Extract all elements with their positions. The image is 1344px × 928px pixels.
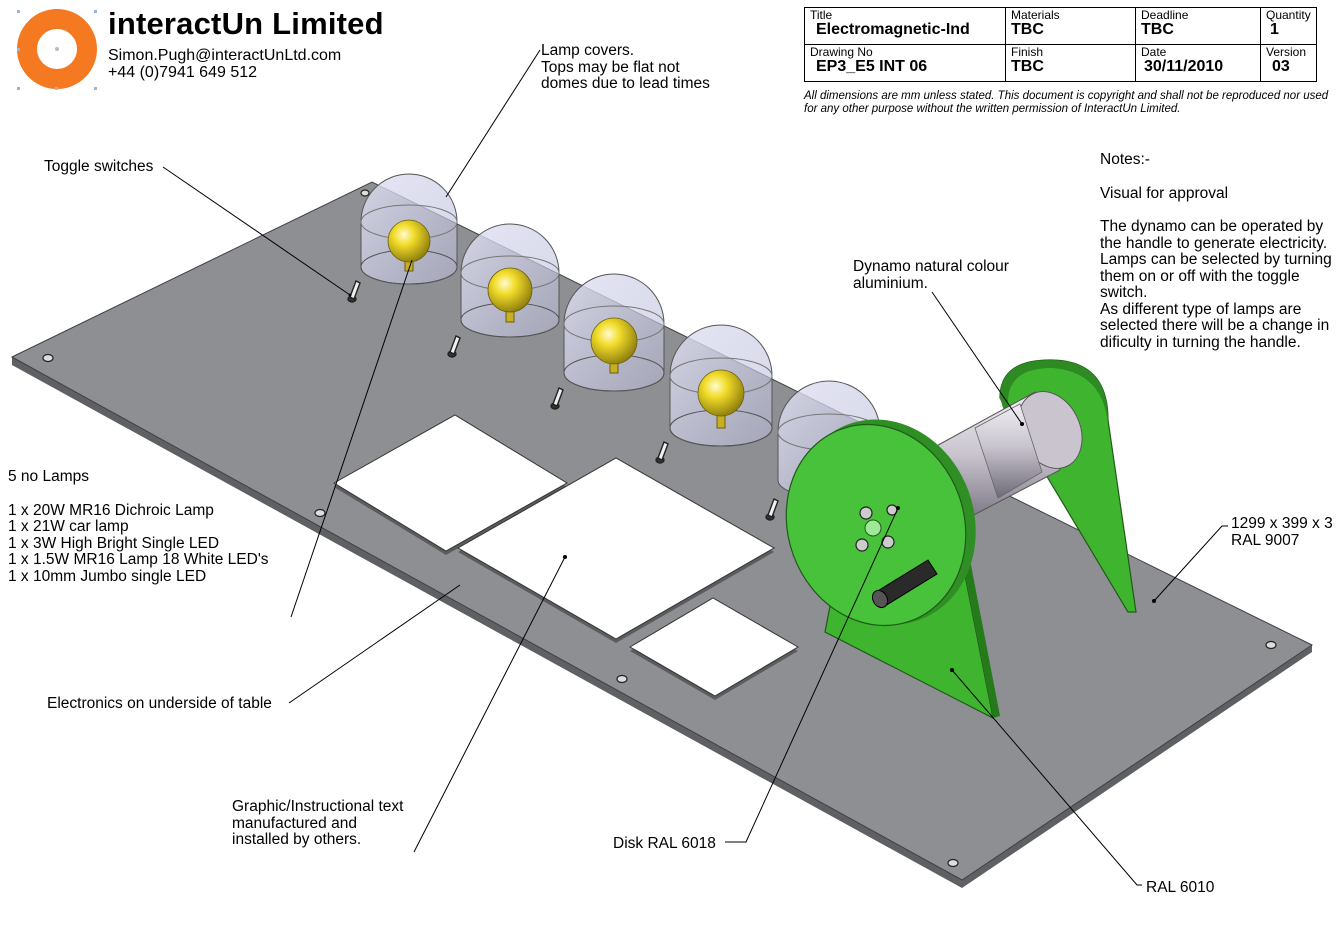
toggle-switch-icon bbox=[655, 441, 669, 464]
dynamo-disk bbox=[785, 419, 976, 627]
notes-line: Visual for approval bbox=[1100, 184, 1229, 202]
orange-ring-logo-icon bbox=[17, 9, 97, 89]
list-item: 1 x 21W car lamp bbox=[8, 518, 129, 535]
list-item: 1 x 10mm Jumbo single LED bbox=[8, 567, 207, 585]
notes-panel: Notes:- Visual for approval The dynamo c… bbox=[1100, 151, 1340, 368]
version-cell: Version 03 bbox=[1260, 44, 1317, 82]
bulb-icon bbox=[487, 267, 533, 313]
materials-cell: Materials TBC bbox=[1005, 7, 1136, 45]
mounting-holes bbox=[42, 189, 1277, 868]
title-block: Title Electromagnetic-Ind Materials TBC … bbox=[804, 7, 1317, 82]
list-item: 1 x 20W MR16 Dichroic Lamp bbox=[8, 501, 214, 519]
label-graphic-text: Graphic/Instructional text manufactured … bbox=[232, 798, 404, 848]
date-cell: Date 30/11/2010 bbox=[1135, 44, 1261, 82]
lamp-1 bbox=[360, 173, 458, 285]
copyright-disclaimer: All dimensions are mm unless stated. Thi… bbox=[804, 90, 1329, 115]
notes-line: The dynamo can be operated by the handle… bbox=[1100, 218, 1332, 301]
bulb-icon bbox=[387, 219, 431, 263]
toggle-switch-icon bbox=[347, 280, 361, 303]
label-toggle-switches: Toggle switches bbox=[44, 158, 154, 175]
lamp-3 bbox=[563, 273, 665, 392]
leader-lines bbox=[162, 49, 1228, 886]
notes-heading: Notes:- bbox=[1100, 151, 1150, 168]
lamp-4 bbox=[669, 324, 773, 447]
crank-handle-icon bbox=[871, 559, 938, 609]
quantity-cell: Quantity 1 bbox=[1260, 7, 1317, 45]
list-item: 1 x 3W High Bright Single LED bbox=[8, 534, 220, 552]
bulb-icon bbox=[590, 317, 638, 365]
toggle-switch-icon bbox=[447, 335, 461, 358]
lamp-2 bbox=[460, 223, 560, 338]
label-table-spec: 1299 x 399 x 3 RAL 9007 bbox=[1231, 515, 1333, 549]
label-disk: Disk RAL 6018 bbox=[613, 835, 716, 852]
toggle-switches bbox=[347, 280, 779, 521]
label-stand: RAL 6010 bbox=[1146, 879, 1215, 896]
label-electronics: Electronics on underside of table bbox=[47, 695, 272, 712]
deadline-cell: Deadline TBC bbox=[1135, 7, 1261, 45]
contact-phone: +44 (0)7941 649 512 bbox=[108, 64, 258, 81]
contact-email[interactable]: Simon.Pugh@interactUnLtd.com bbox=[108, 47, 342, 64]
drawing-number-cell: Drawing No EP3_E5 INT 06 bbox=[804, 44, 1006, 82]
notes-line: As different type of lamps are selected … bbox=[1100, 300, 1330, 351]
list-item: 1 x 1.5W MR16 Lamp 18 White LED's bbox=[8, 551, 269, 568]
company-name: interactUn Limited bbox=[108, 6, 384, 41]
contact-details: Simon.Pugh@interactUnLtd.com +44 (0)7941… bbox=[108, 47, 341, 81]
label-dynamo: Dynamo natural colour aluminium. bbox=[853, 258, 1009, 292]
toggle-switch-icon bbox=[550, 387, 564, 410]
lamps-heading: 5 no Lamps bbox=[8, 468, 89, 485]
graphic-panels bbox=[333, 414, 799, 700]
finish-cell: Finish TBC bbox=[1005, 44, 1136, 82]
lamps-list: 5 no Lamps 1 x 20W MR16 Dichroic Lamp 1 … bbox=[8, 468, 269, 585]
label-lamp-covers: Lamp covers. Tops may be flat not domes … bbox=[541, 42, 710, 92]
title-cell: Title Electromagnetic-Ind bbox=[804, 7, 1006, 45]
company-logo bbox=[17, 9, 97, 90]
bulb-icon bbox=[697, 369, 745, 417]
toggle-switch-icon bbox=[765, 498, 779, 521]
